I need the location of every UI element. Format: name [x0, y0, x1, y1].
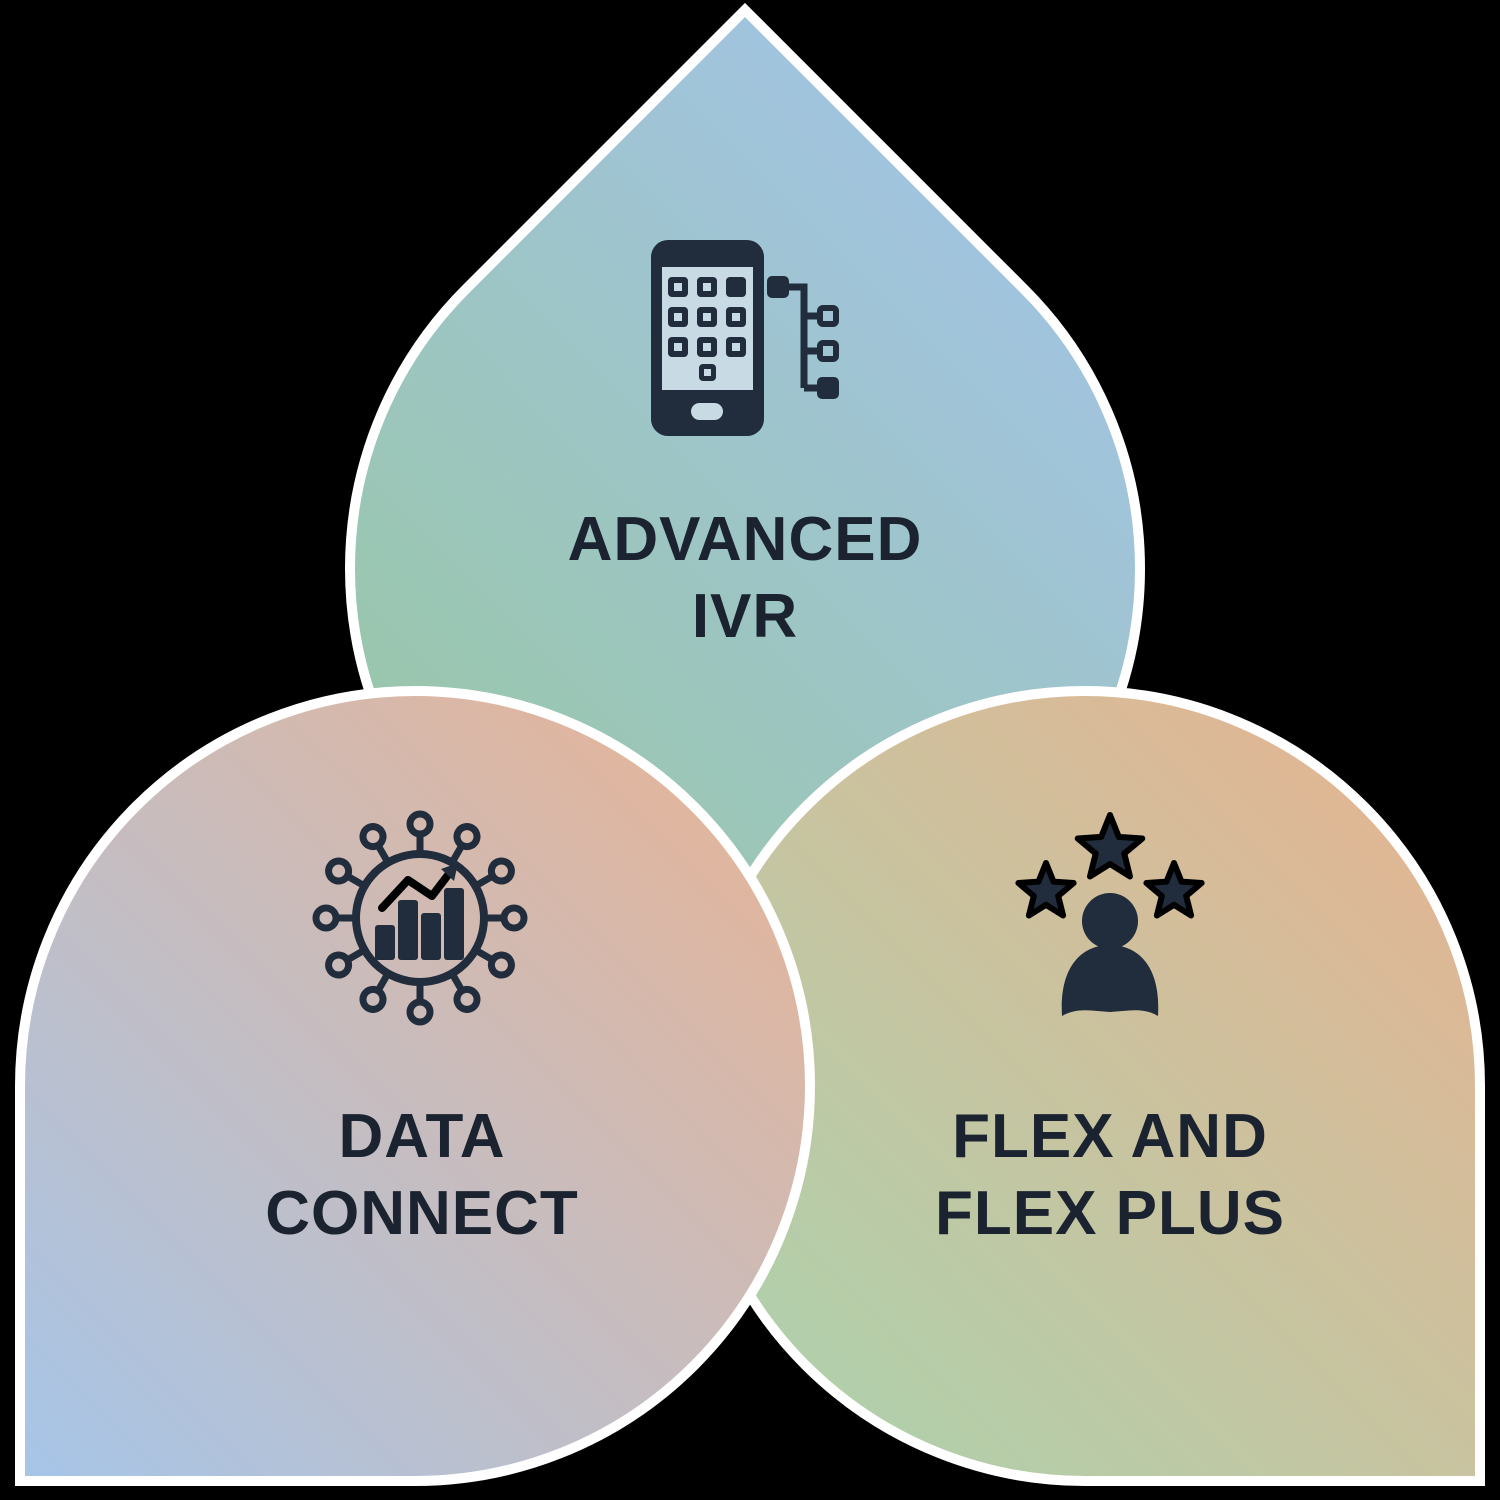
petal-right-shape [685, 686, 1485, 1486]
petal-right-label-line2: FLEX PLUS [935, 1179, 1285, 1248]
petal-left-shape [15, 686, 815, 1486]
data-network-chart-icon [312, 810, 528, 1026]
person-with-stars-icon [1015, 812, 1205, 1016]
petal-left-data-connect: DATA CONNECT [15, 686, 815, 1486]
network-spokes [312, 810, 528, 1026]
petal-left-label-line2: CONNECT [265, 1179, 579, 1248]
petal-left-label-line1: DATA [339, 1102, 506, 1171]
petal-right-flex: FLEX AND FLEX PLUS [685, 686, 1485, 1486]
ivr-phone-keypad-tree-icon [651, 240, 839, 436]
petal-right-label-line1: FLEX AND [952, 1102, 1268, 1171]
petal-top-label-line2: IVR [692, 582, 798, 651]
petal-top-label-line1: ADVANCED [568, 505, 923, 574]
bar-chart-trend-glyph [375, 863, 464, 960]
